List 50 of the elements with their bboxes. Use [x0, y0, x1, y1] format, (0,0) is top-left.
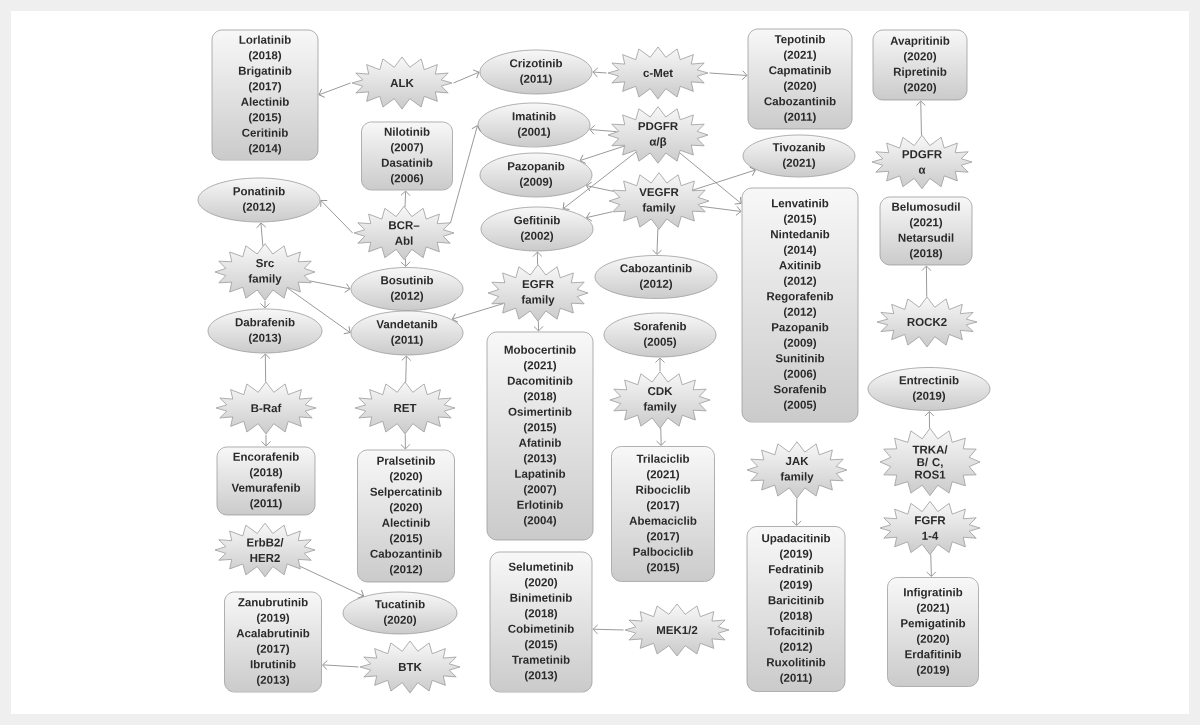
rounded-box: Mobocertinib (2021) Dacomitinib (2018) Osimertinib (2015) Afatinib (2013) Lapatinib (2007) Erlotinib (2004) [486, 331, 594, 541]
arrow [589, 124, 618, 135]
arrow [401, 355, 412, 383]
arrow [400, 433, 411, 450]
arrow [709, 70, 748, 81]
arrow [791, 498, 802, 526]
rounded-box: Pralsetinib (2020) Selpercatinib (2020) Alectinib (2015) Cabozantinib (2012) [357, 449, 455, 583]
arrow [585, 181, 614, 192]
rounded-box: Selumetinib (2020) Binimetinib (2018) Cobimetinib (2015) Trametinib (2013) [489, 551, 593, 693]
arrow [320, 200, 354, 234]
arrow [915, 100, 926, 136]
arrow [656, 427, 667, 446]
arrow [926, 553, 937, 577]
arrow [699, 205, 742, 216]
arrow [322, 660, 359, 671]
rounded-box: Nilotinib (2007) Dasatinib (2006) [361, 121, 453, 191]
arrow [679, 152, 742, 205]
rounded-box: Lenvatinib (2015) Nintedanib (2014) Axitinib (2012) Regorafenib (2012) Pazopanib (2009) Sunitinib (2006) Sorafenib (2005) [741, 187, 859, 423]
arrow [562, 151, 637, 210]
arrow [692, 166, 756, 191]
rounded-box: Trilaciclib (2021) Ribociclib (2017) Abemaciclib (2017) Palbociclib (2015) [611, 446, 715, 582]
arrow [652, 228, 663, 255]
arrow [533, 321, 544, 332]
rounded-box: Avapritinib (2020) Ripretinib (2020) [872, 29, 968, 101]
arrow [924, 411, 935, 429]
rounded-box: Belumosudil (2021) Netarsudil (2018) [879, 196, 973, 266]
rounded-box: Encorafenib (2018) Vemurafenib (2011) [216, 446, 316, 516]
arrow [451, 303, 504, 323]
arrow [260, 353, 271, 383]
arrow [532, 251, 543, 266]
arrow [299, 565, 365, 599]
arrow [318, 82, 351, 98]
arrow [256, 222, 267, 247]
rounded-box: Infigratinib (2021) Pemigatinib (2020) Erdafitinib (2019) [887, 577, 979, 687]
arrow [309, 280, 351, 293]
rounded-box: Tepotinib (2021) Capmatinib (2020) Cabozantinib (2011) [747, 28, 853, 130]
arrow [287, 287, 351, 335]
arrow [921, 265, 932, 298]
arrow [449, 125, 481, 224]
arrow [655, 357, 665, 372]
arrow [592, 624, 624, 635]
arrow [400, 190, 411, 208]
rounded-box: Lorlatinib (2018) Brigatinib (2017) Alectinib (2015) Ceritinib (2014) [211, 29, 319, 161]
arrow [586, 211, 613, 222]
arrow [453, 69, 480, 84]
arrow [579, 145, 625, 164]
arrow [261, 434, 271, 447]
rounded-box: Zanubrutinib (2019) Acalabrutinib (2017) Ibrutinib (2013) [224, 591, 322, 693]
rounded-box: Upadacitinib (2019) Fedratinib (2019) Baricitinib (2018) Tofacitinib (2012) Ruxolitinib (2011) [746, 526, 846, 692]
arrow [592, 67, 608, 78]
